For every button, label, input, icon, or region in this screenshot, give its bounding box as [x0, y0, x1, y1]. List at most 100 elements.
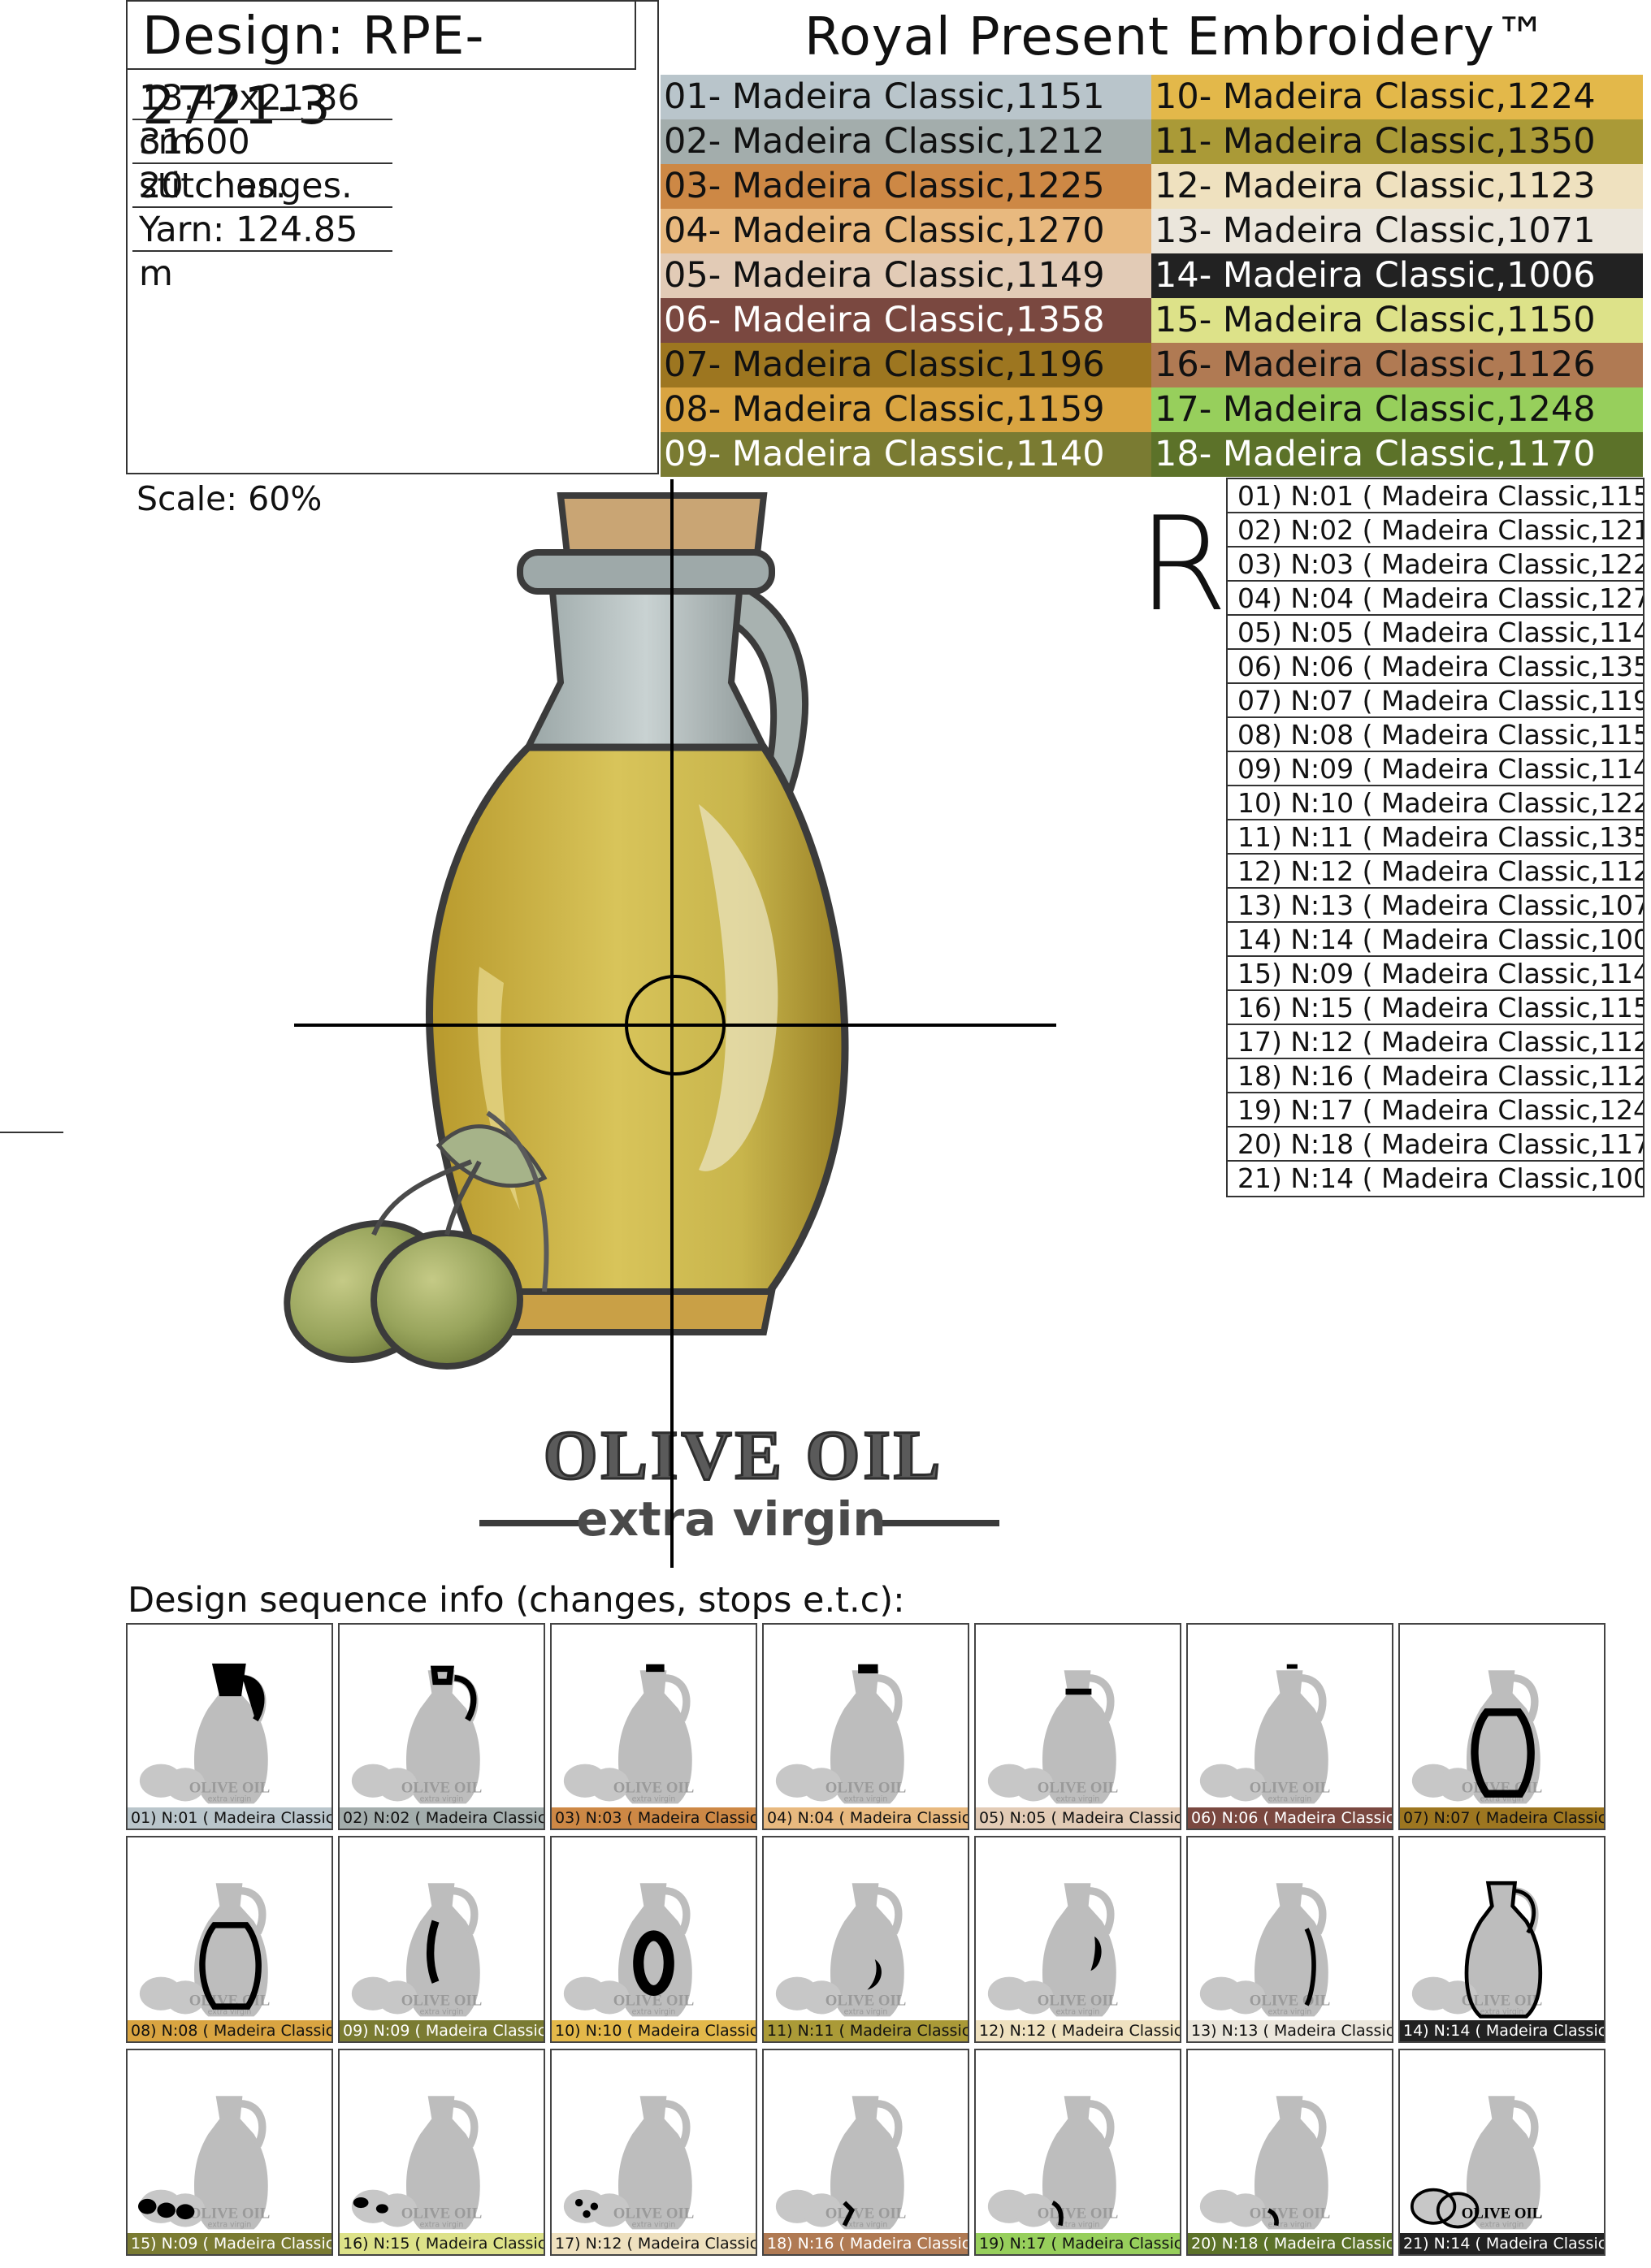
sequence-row: 19) N:17 ( Madeira Classic,1248): [1228, 1093, 1643, 1128]
sequence-title: Design sequence info (changes, stops e.t…: [128, 1580, 905, 1621]
thumbnail-preview: OLIVE OIL extra virgin: [1199, 2096, 1330, 2230]
thread-swatch: 18- Madeira Classic,1170: [1151, 432, 1643, 477]
sequence-row: 11) N:11 ( Madeira Classic,1350): [1228, 820, 1643, 855]
registration-mark: R: [1138, 488, 1228, 640]
svg-text:OLIVE OIL: OLIVE OIL: [613, 1779, 695, 1796]
svg-text:extra virgin: extra virgin: [1268, 2008, 1312, 2017]
svg-text:extra virgin: extra virgin: [844, 2008, 888, 2017]
thread-swatch: 14- Madeira Classic,1006: [1151, 253, 1643, 298]
sequence-row: 01) N:01 ( Madeira Classic,1151): [1228, 479, 1643, 513]
thumbnail-preview: OLIVE OIL extra virgin: [351, 1883, 483, 2017]
thumbnail-preview: OLIVE OIL extra virgin: [563, 2096, 695, 2230]
thumbnail-caption: 18) N:16 ( Madeira Classic,1: [764, 2233, 968, 2254]
sequence-thumbnail: OLIVE OIL extra virgin 07) N:07 ( Madeira…: [1398, 1623, 1606, 1830]
thumbnail-caption: 20) N:18 ( Madeira Classic,: [1188, 2233, 1392, 2254]
svg-text:OLIVE OIL: OLIVE OIL: [1038, 2205, 1119, 2222]
edge-marker: [0, 1132, 63, 1133]
sequence-row: 07) N:07 ( Madeira Classic,1196): [1228, 684, 1643, 718]
sequence-thumbnail: OLIVE OIL extra virgin 17) N:12 ( Madeira…: [550, 2049, 757, 2256]
sequence-row: 20) N:18 ( Madeira Classic,1170): [1228, 1128, 1643, 1162]
thread-swatch: 09- Madeira Classic,1140: [661, 432, 1151, 477]
sequence-row: 08) N:08 ( Madeira Classic,1159): [1228, 718, 1643, 752]
thumbnail-caption: 15) N:09 ( Madeira Classic,: [128, 2233, 332, 2254]
thread-swatch: 11- Madeira Classic,1350: [1151, 119, 1643, 164]
thumbnail-preview: OLIVE OIL extra virgin: [139, 1663, 271, 1804]
design-title-text: OLIVE OIL: [544, 1416, 943, 1494]
thumbnail-caption: 21) N:14 ( Madeira Classic,1: [1400, 2233, 1604, 2254]
svg-text:extra virgin: extra virgin: [1056, 2008, 1100, 2017]
svg-text:extra virgin: extra virgin: [632, 2008, 676, 2017]
thumbnail-caption: 11) N:11 ( Madeira Classic,13: [764, 2020, 968, 2041]
sequence-row: 17) N:12 ( Madeira Classic,1123): [1228, 1025, 1643, 1059]
thumbnail-preview: OLIVE OIL extra virgin: [987, 1670, 1119, 1804]
svg-text:extra virgin: extra virgin: [1056, 1795, 1100, 1804]
thumbnail-preview: OLIVE OIL extra virgin: [775, 2096, 907, 2230]
thumbnail-caption: 09) N:09 ( Madeira Classic: [340, 2020, 544, 2041]
svg-text:OLIVE OIL: OLIVE OIL: [401, 1779, 483, 1796]
design-size: 13.47x21.86 cm: [132, 76, 392, 162]
thumbnail-preview: OLIVE OIL extra virgin: [1411, 1670, 1542, 1804]
svg-text:extra virgin: extra virgin: [1480, 2008, 1524, 2017]
thread-swatch: 12- Madeira Classic,1123: [1151, 164, 1643, 209]
thread-swatch: 08- Madeira Classic,1159: [661, 387, 1151, 432]
thread-swatch: 10- Madeira Classic,1224: [1151, 75, 1643, 119]
stitch-count: 31600 stitches.: [132, 120, 392, 206]
thumbnail-caption: 07) N:07 ( Madeira Classic: [1400, 1807, 1604, 1829]
svg-text:OLIVE OIL: OLIVE OIL: [1462, 2205, 1543, 2222]
svg-text:OLIVE OIL: OLIVE OIL: [1462, 2205, 1543, 2222]
thumbnail-caption: 17) N:12 ( Madeira Classic,1: [552, 2233, 756, 2254]
thread-swatch: 02- Madeira Classic,1212: [661, 119, 1151, 164]
thumbnail-preview: OLIVE OIL extra virgin: [351, 2096, 482, 2230]
thread-swatch: 04- Madeira Classic,1270: [661, 209, 1151, 253]
thumbnail-preview: OLIVE OIL extra virgin: [563, 1664, 695, 1804]
thread-swatch: 06- Madeira Classic,1358: [661, 298, 1151, 343]
thumbnail-preview: OLIVE OIL extra virgin: [139, 1883, 270, 2017]
sequence-row: 06) N:06 ( Madeira Classic,1358): [1228, 650, 1643, 684]
svg-text:OLIVE OIL: OLIVE OIL: [826, 1992, 907, 2009]
thread-swatch: 01- Madeira Classic,1151: [661, 75, 1151, 119]
color-sequence-list: 01) N:01 ( Madeira Classic,1151)02) N:02…: [1226, 478, 1644, 1197]
sequence-row: 02) N:02 ( Madeira Classic,1212): [1228, 513, 1643, 548]
svg-text:extra virgin: extra virgin: [1268, 2221, 1312, 2230]
sequence-thumbnail: OLIVE OIL extra virgin 09) N:09 ( Madeira…: [338, 1836, 545, 2043]
thread-swatch: 13- Madeira Classic,1071: [1151, 209, 1643, 253]
svg-text:extra virgin: extra virgin: [208, 2008, 252, 2017]
olive-oil-design-preview: OLIVE OIL extra virgin: [284, 479, 1056, 1568]
svg-text:OLIVE OIL: OLIVE OIL: [826, 2205, 907, 2222]
thumbnail-caption: 14) N:14 ( Madeira Classic,1: [1400, 2020, 1604, 2041]
svg-text:OLIVE OIL: OLIVE OIL: [613, 1992, 695, 2009]
thumbnail-preview: OLIVE OIL extra virgin: [775, 1664, 906, 1804]
svg-text:OLIVE OIL: OLIVE OIL: [1250, 1779, 1331, 1796]
thumbnail-caption: 19) N:17 ( Madeira Classic,1: [976, 2233, 1180, 2254]
svg-text:extra virgin: extra virgin: [632, 2221, 676, 2230]
svg-text:OLIVE OIL: OLIVE OIL: [613, 2205, 695, 2222]
thumbnail-caption: 16) N:15 ( Madeira Classic,1: [340, 2233, 544, 2254]
svg-text:OLIVE OIL: OLIVE OIL: [1038, 1779, 1119, 1796]
svg-text:OLIVE OIL: OLIVE OIL: [1038, 1992, 1119, 2009]
sequence-row: 21) N:14 ( Madeira Classic,1006): [1237, 1162, 1643, 1194]
svg-text:OLIVE OIL: OLIVE OIL: [401, 1992, 483, 2009]
thumbnail-preview: OLIVE OIL extra virgin: [987, 1883, 1119, 2017]
svg-text:extra virgin: extra virgin: [844, 1795, 888, 1804]
svg-text:OLIVE OIL: OLIVE OIL: [189, 2205, 271, 2222]
svg-text:extra virgin: extra virgin: [1480, 1795, 1524, 1804]
svg-text:extra virgin: extra virgin: [208, 1795, 252, 1804]
sequence-row: 12) N:12 ( Madeira Classic,1123): [1228, 855, 1643, 889]
thumbnail-preview: OLIVE OIL extra virgin: [1199, 1664, 1331, 1804]
color-changes: 20 changes.: [132, 164, 392, 208]
sequence-row: 16) N:15 ( Madeira Classic,1150): [1228, 991, 1643, 1025]
thumbnail-caption: 12) N:12 ( Madeira Classic,1: [976, 2020, 1180, 2041]
thread-swatch: 16- Madeira Classic,1126: [1151, 343, 1643, 387]
sequence-row: 04) N:04 ( Madeira Classic,1270): [1228, 582, 1643, 616]
sequence-row: 10) N:10 ( Madeira Classic,1224): [1228, 786, 1643, 820]
svg-text:OLIVE OIL: OLIVE OIL: [189, 1779, 271, 1796]
thread-swatch: 05- Madeira Classic,1149: [661, 253, 1151, 298]
sequence-thumbnail: OLIVE OIL extra virgin 16) N:15 ( Madeira…: [338, 2049, 545, 2256]
thumbnail-caption: 01) N:01 ( Madeira Classic,1: [128, 1807, 332, 1829]
